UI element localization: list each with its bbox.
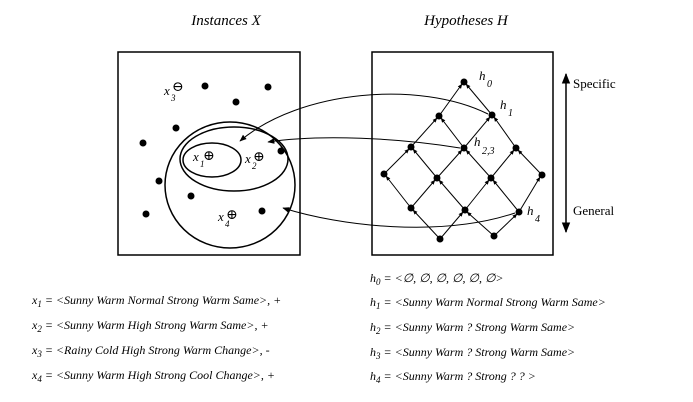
positive-mark-icon: ⊕	[226, 208, 238, 223]
svg-text:1: 1	[508, 108, 513, 119]
hypothesis-node-h23	[460, 144, 468, 152]
h1-region	[182, 142, 242, 178]
instance-dot	[172, 124, 180, 132]
instance-label-x1: x 1 ⊕	[192, 149, 215, 169]
instance-label-x3: x 3 ⊖	[163, 80, 184, 103]
h2-region	[179, 126, 289, 192]
instances-title: Instances X	[190, 13, 261, 29]
svg-text:1: 1	[200, 159, 205, 169]
instance-dot	[139, 139, 147, 147]
hypotheses-title: Hypotheses H	[423, 13, 509, 29]
h4-region	[164, 121, 296, 249]
hypothesis-node	[435, 112, 443, 120]
svg-text:2,3: 2,3	[482, 146, 495, 157]
hypothesis-node	[407, 143, 415, 151]
instance-dot	[264, 83, 272, 91]
h1-to-region-arrow	[239, 93, 489, 142]
hypothesis-node	[380, 170, 388, 178]
svg-text:h: h	[479, 68, 486, 83]
svg-text:x: x	[244, 151, 251, 166]
svg-text:h: h	[500, 97, 507, 112]
h4-to-region-arrow	[282, 207, 516, 228]
svg-text:x: x	[192, 149, 199, 164]
instance-dots	[139, 82, 285, 218]
svg-text:2: 2	[252, 161, 257, 171]
hypothesis-node	[407, 204, 415, 212]
hypothesis-node-h0	[460, 78, 468, 86]
instance-label-x4: x 4 ⊕	[217, 208, 238, 229]
instance-dot	[142, 210, 150, 218]
instance-definition-x4: x4 = <Sunny Warm High Strong Cool Change…	[32, 368, 276, 384]
hypothesis-node-h4	[515, 208, 523, 216]
hypothesis-definition-h4: h4 = <Sunny Warm ? Strong ? ? >	[370, 369, 536, 385]
positive-mark-icon: ⊕	[253, 150, 265, 165]
instance-space-box	[117, 51, 301, 256]
hypothesis-label-h23: h 2,3	[474, 134, 495, 157]
svg-text:x: x	[163, 83, 170, 98]
hypothesis-label-h4: h 4	[527, 203, 540, 225]
hypothesis-space-box	[371, 51, 554, 256]
h23-to-region-arrow	[267, 137, 461, 149]
hypothesis-definition-h1: h1 = <Sunny Warm Normal Strong Warm Same…	[370, 295, 606, 311]
hypothesis-node	[461, 206, 469, 214]
instance-dot	[232, 98, 240, 106]
instance-label-x2: x 2 ⊕	[244, 150, 265, 171]
hypothesis-lattice-nodes	[380, 78, 546, 243]
svg-text:3: 3	[170, 93, 176, 103]
instance-definition-x1: x1 = <Sunny Warm Normal Strong Warm Same…	[32, 293, 282, 309]
hypothesis-node	[436, 235, 444, 243]
svg-text:h: h	[527, 203, 534, 218]
svg-text:0: 0	[487, 79, 492, 90]
hypothesis-lattice-edges	[383, 83, 543, 240]
svg-text:x: x	[217, 209, 224, 224]
instance-definition-x2: x2 = <Sunny Warm High Strong Warm Same>,…	[32, 318, 269, 334]
svg-text:4: 4	[535, 214, 540, 225]
hypothesis-node	[512, 144, 520, 152]
hypothesis-label-h1: h 1	[500, 97, 513, 119]
hypothesis-node	[433, 174, 441, 182]
hypothesis-definition-h0: h0 = <∅, ∅, ∅, ∅, ∅, ∅>	[370, 271, 504, 287]
svg-text:h: h	[474, 134, 481, 149]
hypothesis-label-h0: h 0	[479, 68, 492, 90]
svg-text:4: 4	[225, 219, 230, 229]
hypothesis-definition-h2: h2 = <Sunny Warm ? Strong Warm Same>	[370, 320, 576, 336]
hypothesis-definition-h3: h3 = <Sunny Warm ? Strong Warm Same>	[370, 345, 576, 361]
instance-dot	[277, 147, 285, 155]
instance-dot	[201, 82, 209, 90]
specific-label: Specific	[573, 76, 616, 91]
hypothesis-node	[487, 174, 495, 182]
negative-mark-icon: ⊖	[172, 80, 184, 95]
instance-definition-x3: x3 = <Rainy Cold High Strong Warm Change…	[32, 343, 270, 359]
hypothesis-node	[490, 232, 498, 240]
hypothesis-node-h1	[488, 111, 496, 119]
instance-dot	[258, 207, 266, 215]
instance-dot	[155, 177, 163, 185]
instance-dot	[187, 192, 195, 200]
hypothesis-node	[538, 171, 546, 179]
positive-mark-icon: ⊕	[203, 149, 215, 164]
general-label: General	[573, 203, 615, 218]
